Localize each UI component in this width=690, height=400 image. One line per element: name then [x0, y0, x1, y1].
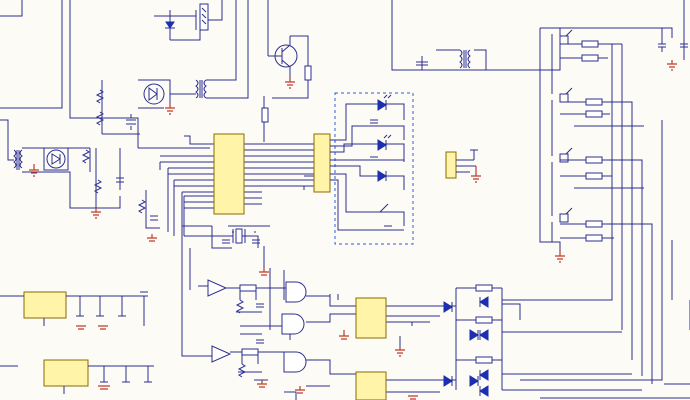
misc-ground-markers: [137, 190, 269, 276]
rectifier-diodes: [443, 296, 489, 397]
and-gate-2: [281, 313, 305, 335]
regulator-1: [0, 291, 148, 326]
logic-resistors: [235, 284, 264, 378]
led-panel-wiring: [330, 103, 405, 231]
left-transformer: [13, 149, 23, 170]
mcu-pin-wiring: [159, 96, 314, 249]
relay-bank-wiring: [391, 0, 685, 384]
relay-bank-transformer: [459, 49, 471, 69]
led-panel-box: [334, 92, 414, 245]
relay-bank-switches: [559, 29, 573, 223]
and-gate-1: [285, 281, 307, 303]
top-relay: [154, 0, 223, 41]
driver-ic-2: [355, 371, 387, 400]
driver-ic-1: [355, 297, 387, 339]
and-gate-4: [284, 391, 297, 400]
driver-transistor: [267, 0, 312, 99]
led-3: [377, 170, 387, 182]
led-panel-caps: [370, 119, 378, 161]
diode-bridge-resistors: [475, 284, 493, 364]
microcontroller-ic: [213, 133, 245, 215]
diode-bridge-wiring: [455, 44, 690, 399]
left-supply-wiring: [0, 0, 210, 209]
buffer-ic: [313, 133, 331, 193]
pullup-resistor: [261, 107, 269, 123]
regulator-grounds: [76, 325, 110, 390]
crystal-oscillator: [222, 228, 260, 244]
opamp-2: [211, 345, 232, 363]
opamp-1: [207, 279, 228, 297]
left-resistors: [81, 149, 124, 194]
relay-bank-grounds: [555, 43, 688, 263]
relay-bank-resistors: [581, 40, 603, 242]
left-ground-symbols: [29, 164, 101, 219]
led-2: [377, 134, 392, 151]
logic-wiring: [181, 226, 456, 393]
logic-grounds: [257, 330, 418, 400]
and-gate-3: [283, 351, 307, 373]
bridge-rectifier-left: [43, 147, 69, 171]
header-connector: [445, 149, 481, 183]
led-1: [377, 94, 392, 111]
regulator-2: [0, 359, 154, 394]
optocoupler-section: [95, 0, 249, 135]
